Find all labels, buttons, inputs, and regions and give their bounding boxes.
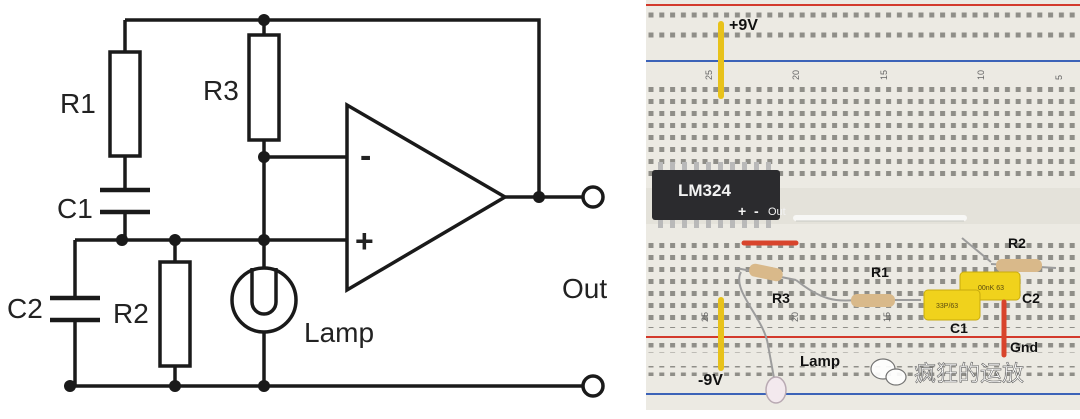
ground-terminal — [581, 374, 605, 398]
col-number: 20 — [791, 70, 801, 80]
gnd-label: Gnd — [1010, 339, 1038, 355]
r1-resistor-component — [795, 279, 921, 307]
c1-capacitor-component: 33P/63 — [923, 289, 981, 321]
output-terminal — [581, 185, 605, 209]
pos-supply-label: +9V — [729, 17, 758, 34]
col-number: 25 — [704, 70, 714, 80]
r3-component-label: R3 — [772, 290, 790, 306]
c2-capacitor — [50, 295, 100, 323]
breadboard-photo: 25 20 15 10 5 25 20 15 +9V -9V — [646, 0, 1080, 410]
col-number: 25 — [700, 312, 710, 322]
ic-pin-out: Out — [768, 206, 786, 218]
op-amp-triangle — [345, 101, 509, 294]
lamp-symbol — [230, 266, 298, 334]
watermark: 疯狂的运放 — [870, 358, 1024, 387]
c1-label: C1 — [57, 193, 93, 224]
col-number: 5 — [1054, 75, 1064, 80]
col-number: 15 — [879, 70, 889, 80]
c1-capacitor — [100, 187, 150, 215]
ic-part-number: LM324 — [678, 181, 731, 200]
r2-resistor — [158, 260, 192, 368]
r2-label: R2 — [113, 298, 149, 329]
c2-component-label: C2 — [1022, 290, 1040, 306]
ic-pin-plus: + — [738, 203, 746, 219]
r3-label: R3 — [203, 75, 239, 106]
chat-bubble-icon — [870, 358, 907, 386]
r1-component-label: R1 — [871, 264, 889, 280]
top-column-numbers: 25 20 15 10 5 — [704, 70, 1064, 80]
r1-resistor — [108, 50, 142, 158]
lamp-component-label: Lamp — [800, 353, 840, 370]
oscillator-schematic: R1 R3 R2 C1 C2 Lamp Out - + — [7, 14, 607, 398]
col-number: 20 — [790, 312, 800, 322]
out-label: Out — [562, 273, 607, 304]
ic-pin-minus: - — [754, 203, 759, 219]
c1-component-label: C1 — [950, 320, 968, 336]
inverting-input-sign: - — [360, 137, 371, 175]
c2-label: C2 — [7, 293, 43, 324]
r2-resistor-component — [961, 237, 1057, 272]
r1-label: R1 — [60, 88, 96, 119]
col-number: 10 — [976, 70, 986, 80]
r3-resistor — [247, 33, 281, 142]
c2-marking: 00nK 63 — [978, 285, 1004, 292]
lm324-chip: LM324 + - Out — [652, 162, 786, 228]
watermark-text: 疯狂的运放 — [914, 362, 1024, 387]
col-number: 15 — [882, 312, 892, 322]
neg-supply-label: -9V — [698, 372, 723, 389]
junction-dots — [64, 14, 545, 392]
noninverting-input-sign: + — [355, 223, 374, 259]
bottom-column-numbers: 25 20 15 — [700, 312, 892, 322]
lamp-label: Lamp — [304, 317, 374, 348]
upper-terminal-strip — [646, 86, 1080, 178]
c1-marking: 33P/63 — [936, 303, 958, 310]
r3-resistor-component — [735, 263, 797, 346]
lamp-component — [765, 344, 787, 404]
r2-component-label: R2 — [1008, 235, 1026, 251]
